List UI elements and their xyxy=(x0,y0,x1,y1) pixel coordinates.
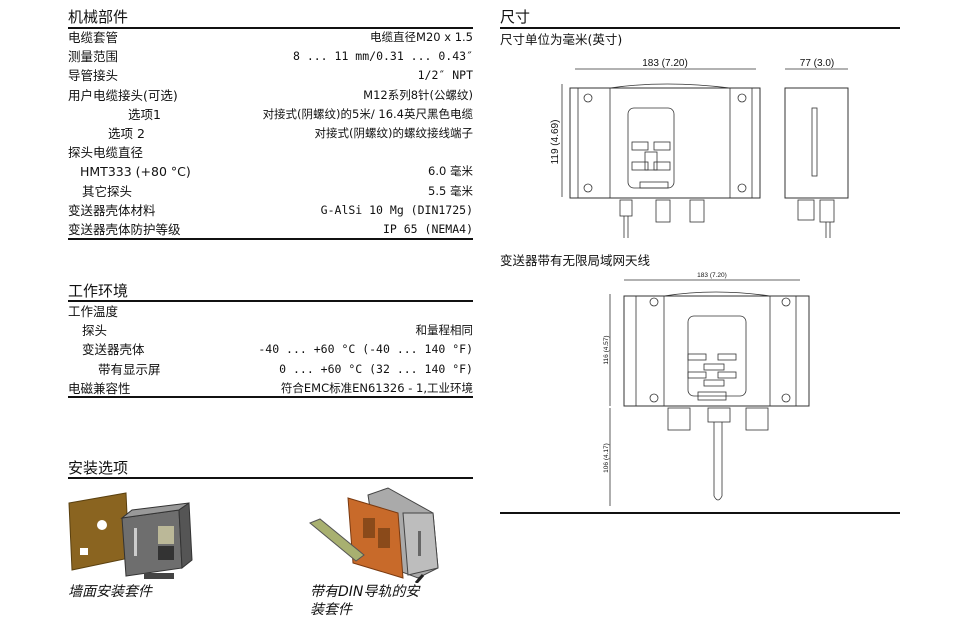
spec-value: 符合EMC标准EN61326 - 1,工业环境 xyxy=(280,380,473,395)
mechanical-title: 机械部件 xyxy=(68,8,129,26)
spec-label: HMT333 (+80 °C) xyxy=(80,164,191,180)
front-width-label: 183 (7.20) xyxy=(642,58,688,69)
spec-label: 选项1 xyxy=(128,106,161,122)
spec-row: 用户电缆接头(可选) M12系列8针(公螺纹) xyxy=(68,86,473,105)
din-mount-caption-line2: 装套件 xyxy=(310,602,352,618)
spec-label: 工作温度 xyxy=(68,304,119,319)
mounting-title: 安装选项 xyxy=(68,459,129,477)
spec-label: 选项 2 xyxy=(108,126,145,141)
spec-label: 探头 xyxy=(82,323,108,339)
spec-row: 变送器壳体防护等级 IP 65 (NEMA4) xyxy=(68,220,473,239)
spec-row: 带有显示屏 0 ... +60 °C (32 ... 140 °F) xyxy=(68,360,473,379)
spec-value: 6.0 毫米 xyxy=(428,164,473,179)
din-mount-caption-line1: 带有DIN导轨的安 xyxy=(310,584,420,600)
wlan-width-label: 183 (7.20) xyxy=(697,272,727,279)
spec-row: 电磁兼容性 符合EMC标准EN61326 - 1,工业环境 xyxy=(68,379,473,398)
wlan-height-label: 116 (4.57) xyxy=(603,335,610,364)
spec-row: 电缆套管 电缆直径M20 x 1.5 xyxy=(68,28,473,47)
spec-value: 8 ... 11 mm/0.31 ... 0.43″ xyxy=(292,49,473,64)
spec-value: 对接式(阴螺纹)的螺纹接线端子 xyxy=(314,126,473,140)
spec-row: HMT333 (+80 °C) 6.0 毫米 xyxy=(68,162,473,181)
front-side-dimension-drawing: 183 (7.20) 119 (4.69) 77 (3.0) xyxy=(550,58,849,238)
spec-value: IP 65 (NEMA4) xyxy=(382,222,473,236)
spec-label: 用户电缆接头(可选) xyxy=(68,87,178,103)
spec-label: 电磁兼容性 xyxy=(68,380,131,396)
spec-value: 5.5 毫米 xyxy=(428,183,473,198)
wall-mount-kit-image xyxy=(68,492,193,579)
spec-label: 变送器壳体防护等级 xyxy=(68,222,181,237)
spec-row: 变送器壳体材料 G-AlSi 10 Mg (DIN1725) xyxy=(68,201,473,220)
spec-value: -40 ... +60 °C (-40 ... 140 °F) xyxy=(258,342,473,357)
front-height-label: 119 (4.69) xyxy=(550,120,561,165)
spec-label: 电缆套管 xyxy=(68,30,119,45)
dimensions-title: 尺寸 xyxy=(500,8,531,26)
spec-row: 变送器壳体 -40 ... +60 °C (-40 ... 140 °F) xyxy=(68,340,473,359)
spec-value: 对接式(阴螺纹)的5米/ 16.4英尺黑色电缆 xyxy=(262,106,473,121)
spec-label: 带有显示屏 xyxy=(98,361,161,377)
spec-value: 0 ... +60 °C (32 ... 140 °F) xyxy=(279,361,473,376)
spec-row: 导管接头 1/2″ NPT xyxy=(68,66,473,85)
spec-value: 电缆直径M20 x 1.5 xyxy=(370,30,473,44)
wlan-dimension-drawing: 183 (7.20) 116 (4.57) 106 (4.17) xyxy=(603,272,810,506)
spec-value: 1/2″ NPT xyxy=(417,68,473,83)
side-depth-label: 77 (3.0) xyxy=(800,58,834,69)
spec-label: 探头电缆直径 xyxy=(68,145,144,161)
wall-mount-caption: 墙面安装套件 xyxy=(68,584,152,600)
wlan-title: 变送器带有无限局域网天线 xyxy=(500,253,651,268)
environment-title: 工作环境 xyxy=(68,282,129,300)
divider xyxy=(68,27,473,29)
spec-value: M12系列8针(公螺纹) xyxy=(363,87,473,102)
spec-label: 其它探头 xyxy=(82,183,133,199)
spec-row: 选项1 对接式(阴螺纹)的5米/ 16.4英尺黑色电缆 xyxy=(68,105,473,124)
spec-row: 探头电缆直径 xyxy=(68,143,473,162)
spec-row: 其它探头 5.5 毫米 xyxy=(68,182,473,201)
dimensions-subtitle: 尺寸单位为毫米(英寸) xyxy=(500,32,623,47)
divider xyxy=(68,477,473,479)
divider xyxy=(68,300,473,302)
spec-row: 探头 和量程相同 xyxy=(68,321,473,340)
spec-value: G-AlSi 10 Mg (DIN1725) xyxy=(320,202,473,217)
spec-row: 测量范围 8 ... 11 mm/0.31 ... 0.43″ xyxy=(68,47,473,66)
divider xyxy=(500,27,900,29)
divider xyxy=(68,396,473,398)
spec-row: 选项 2 对接式(阴螺纹)的螺纹接线端子 xyxy=(68,124,473,143)
spec-label: 变送器壳体材料 xyxy=(68,202,156,218)
spec-label: 变送器壳体 xyxy=(82,342,145,358)
spec-label: 导管接头 xyxy=(68,68,119,84)
wlan-antenna-label: 106 (4.17) xyxy=(603,443,610,473)
divider xyxy=(500,512,900,514)
din-rail-mount-kit-image xyxy=(309,487,439,583)
spec-label: 测量范围 xyxy=(68,49,119,65)
spec-value: 和量程相同 xyxy=(415,323,474,338)
spec-row: 工作温度 xyxy=(68,302,473,321)
divider xyxy=(68,238,473,240)
